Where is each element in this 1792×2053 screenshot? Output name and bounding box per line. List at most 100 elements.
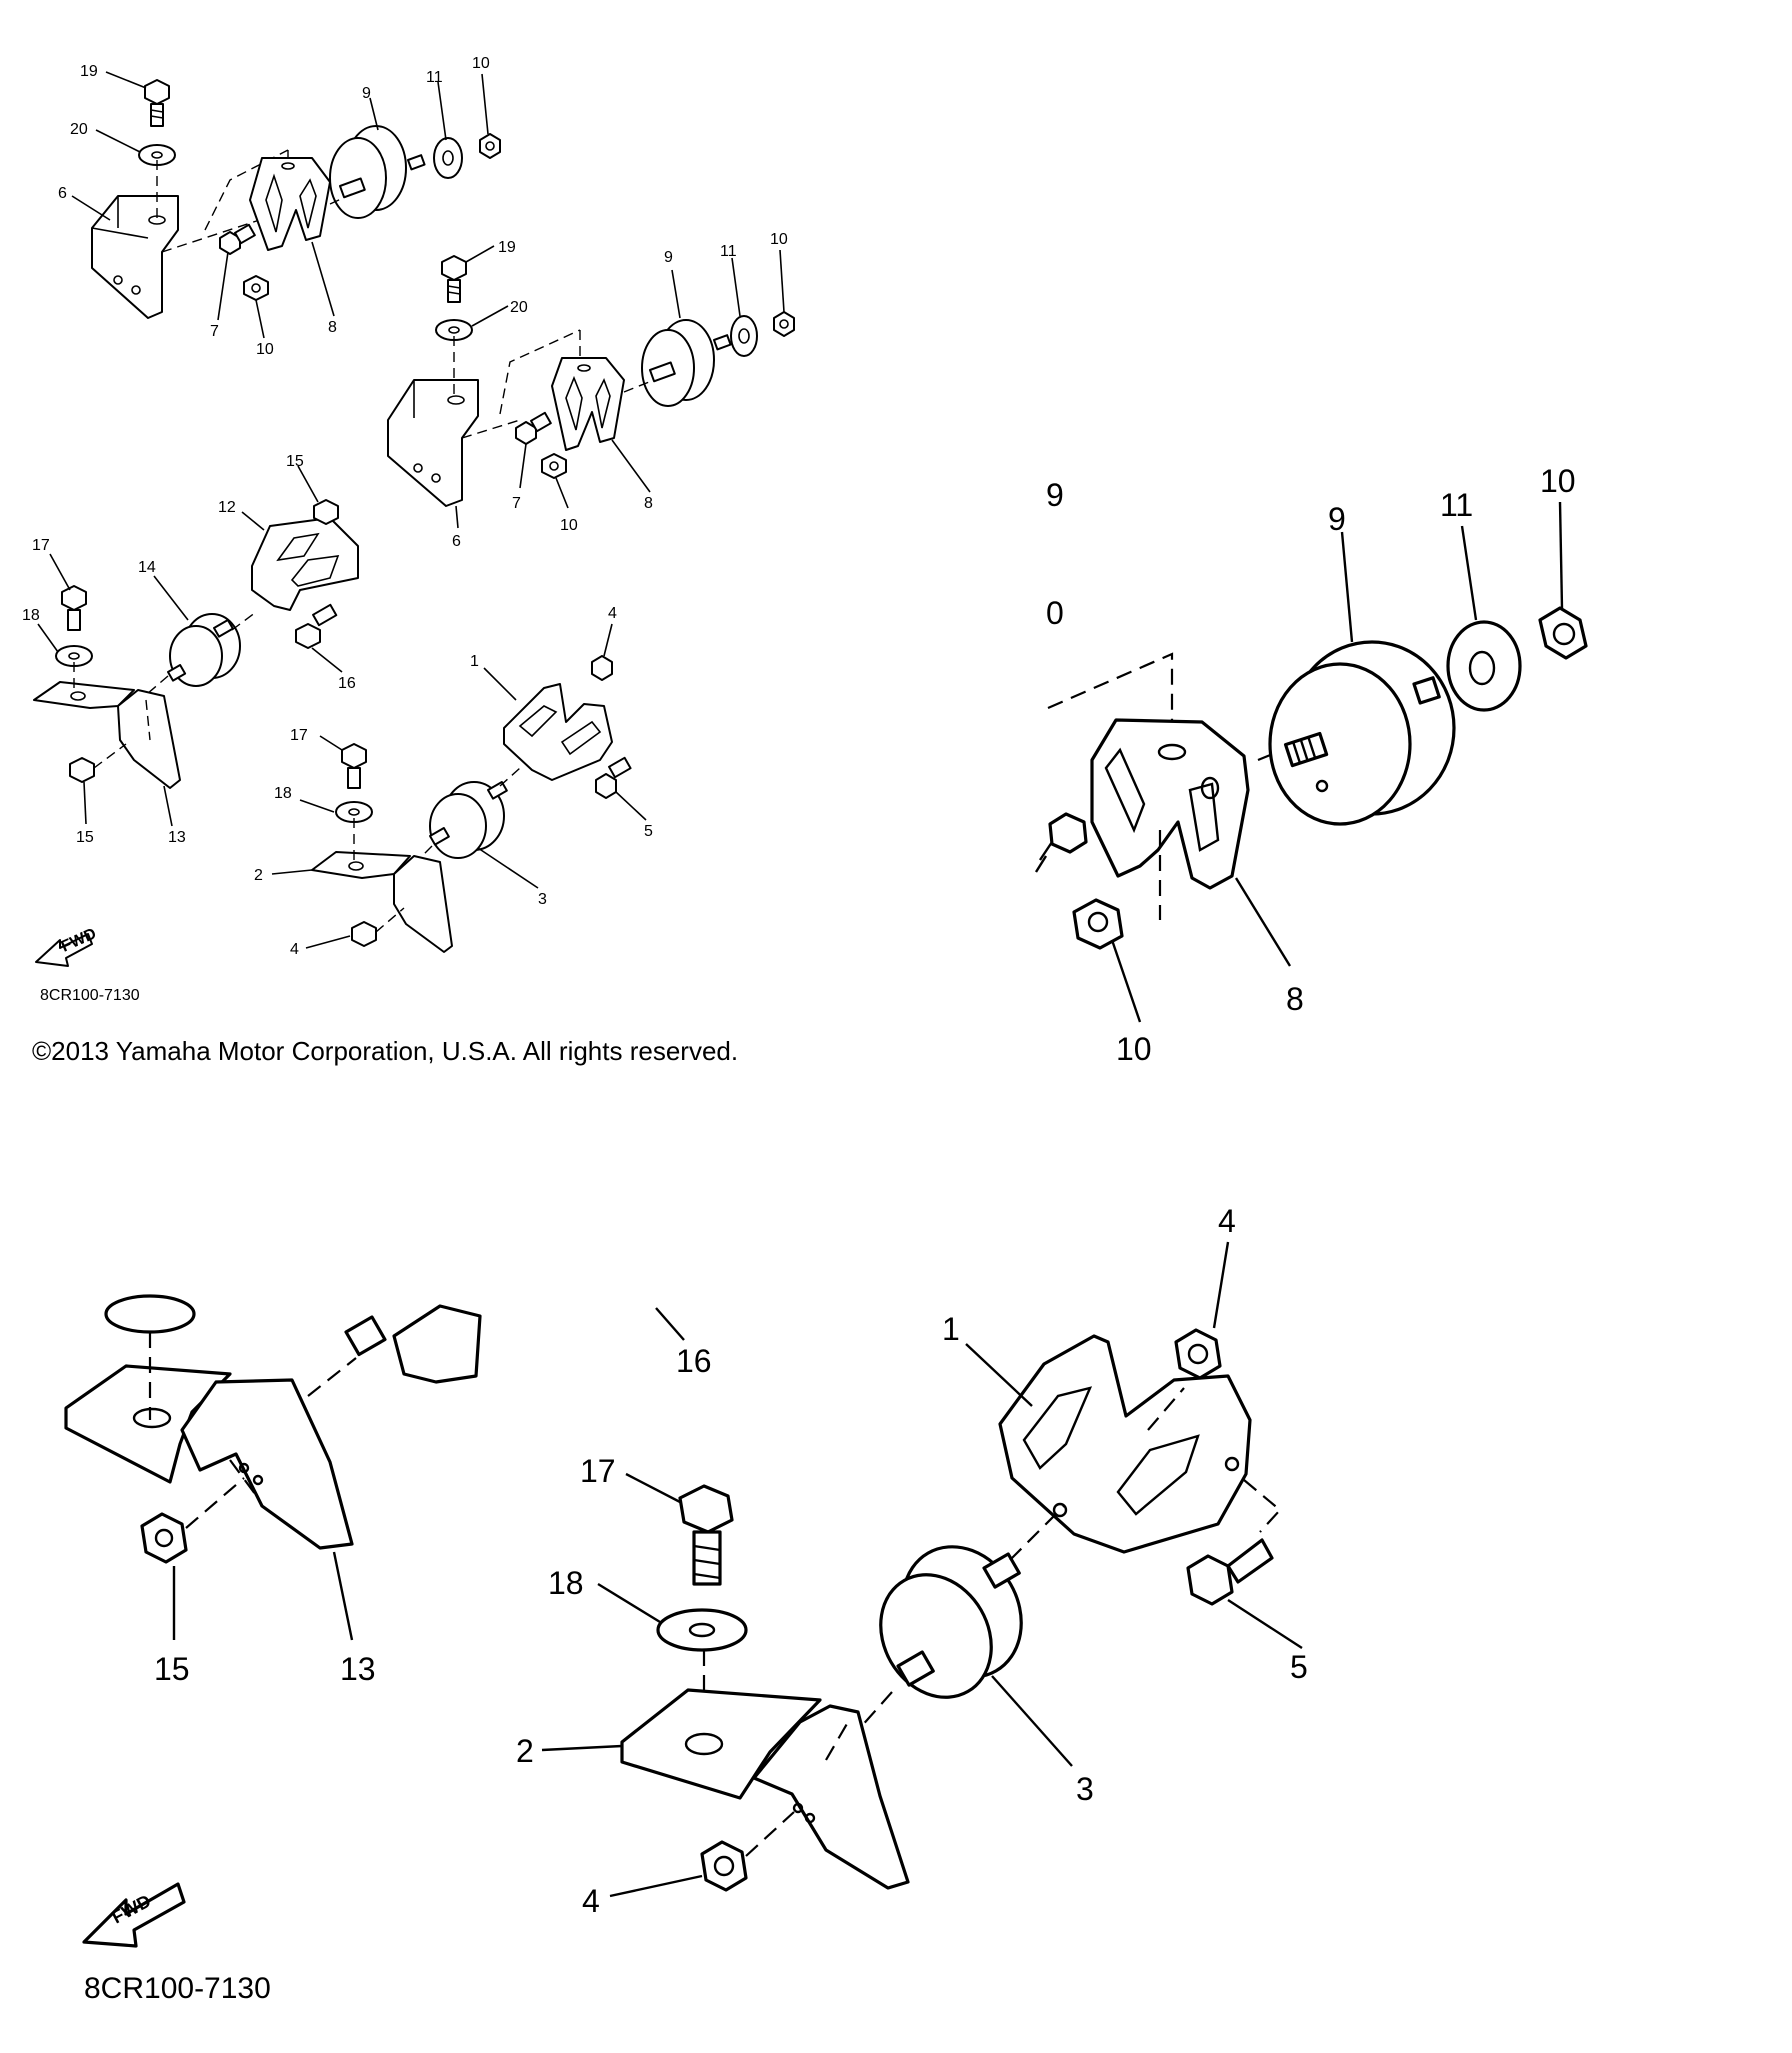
zoom-nut-10-lower bbox=[1072, 898, 1124, 950]
nut-15a bbox=[313, 499, 339, 525]
bracket-12 bbox=[251, 517, 359, 611]
mount-assembly-c bbox=[33, 499, 359, 789]
callout: 11 bbox=[720, 243, 737, 260]
callout: 15 bbox=[154, 1651, 190, 1687]
callout: 3 bbox=[538, 891, 547, 908]
callout: 13 bbox=[168, 829, 186, 846]
callout: 5 bbox=[1290, 1649, 1308, 1685]
zoom-bottom-diagram: FWD 8CR100-7130 16 15 13 4 1 17 18 5 2 3… bbox=[64, 1203, 1308, 2005]
zoom-right-diagram: 9 0 9 11 10 8 10 bbox=[1034, 463, 1588, 1067]
bracket-6a bbox=[91, 195, 179, 319]
zoom-bracket-13 bbox=[64, 1294, 357, 1550]
callout: 19 bbox=[498, 239, 516, 256]
zoom-bottom-callouts: 16 15 13 4 1 17 18 5 2 3 4 bbox=[154, 1203, 1308, 1919]
callout: 10 bbox=[256, 341, 274, 358]
callout: 17 bbox=[32, 537, 50, 554]
callout: 17 bbox=[580, 1453, 616, 1489]
callout: 20 bbox=[510, 299, 528, 316]
mount-assembly-b bbox=[387, 255, 795, 507]
nut-4a bbox=[591, 655, 613, 681]
callout: 15 bbox=[286, 453, 304, 470]
callout: 10 bbox=[770, 231, 788, 248]
callout: 1 bbox=[942, 1311, 960, 1347]
nut-10a bbox=[479, 133, 501, 159]
callout: 10 bbox=[560, 517, 578, 534]
callout: 0 bbox=[1046, 595, 1064, 631]
zoom-damper-3 bbox=[879, 1545, 1023, 1699]
callout: 11 bbox=[1440, 487, 1473, 523]
callout: 4 bbox=[1218, 1203, 1236, 1239]
callout: 19 bbox=[80, 63, 98, 80]
callout: 1 bbox=[470, 653, 479, 670]
zoom-damper-9 bbox=[1268, 640, 1456, 826]
bolt-19a bbox=[144, 79, 170, 127]
damper-9a bbox=[329, 125, 426, 219]
callout: 13 bbox=[340, 1651, 376, 1687]
diagram-code-small: 8CR100-7130 bbox=[40, 987, 140, 1004]
callout: 8 bbox=[1286, 981, 1304, 1017]
damper-9b bbox=[641, 319, 732, 407]
zoom-bracket-1 bbox=[998, 1334, 1252, 1554]
zoom-nut-15 bbox=[140, 1512, 188, 1564]
zoom-nut-4-lower bbox=[700, 1840, 748, 1892]
zoom-bracket-8 bbox=[1090, 718, 1250, 920]
nut-10d bbox=[541, 453, 567, 479]
callout: 18 bbox=[274, 785, 292, 802]
callout: 8 bbox=[328, 319, 337, 336]
callout: 20 bbox=[70, 121, 88, 138]
nut-4b bbox=[351, 921, 377, 947]
callout: 16 bbox=[338, 675, 356, 692]
callout: 6 bbox=[58, 185, 67, 202]
callout: 12 bbox=[218, 499, 236, 516]
callout: 4 bbox=[290, 941, 299, 958]
fwd-arrow-large: FWD bbox=[82, 1882, 186, 1948]
callout: 9 bbox=[1328, 501, 1346, 537]
zoom-bottom-leaders bbox=[541, 1241, 1303, 1898]
overview-leaders bbox=[37, 71, 785, 949]
callout: 7 bbox=[210, 323, 219, 340]
callout: 9 bbox=[362, 85, 371, 102]
washer-11b bbox=[730, 315, 758, 357]
callout: 10 bbox=[1540, 463, 1576, 499]
zoom-bolt-17 bbox=[678, 1484, 734, 1586]
bracket-13 bbox=[33, 681, 181, 789]
zoom-washer-18 bbox=[656, 1608, 748, 1652]
diagram-code-large: 8CR100-7130 bbox=[84, 1972, 271, 2005]
zoom-right-callouts: 9 0 9 11 10 8 10 bbox=[1046, 463, 1576, 1067]
callout: 6 bbox=[452, 533, 461, 550]
mount-assembly-d bbox=[311, 655, 632, 953]
washer-11a bbox=[433, 137, 463, 179]
bolt-17b bbox=[341, 743, 367, 789]
nut-15b bbox=[69, 757, 95, 783]
callout: 9 bbox=[664, 249, 673, 266]
copyright-text: ©2013 Yamaha Motor Corporation, U.S.A. A… bbox=[32, 1036, 738, 1066]
bolt-19b bbox=[441, 255, 467, 303]
callout: 7 bbox=[512, 495, 521, 512]
callout: 17 bbox=[290, 727, 308, 744]
zoom-nut-4-upper bbox=[1174, 1328, 1222, 1380]
callout: 4 bbox=[582, 1883, 600, 1919]
zoom-bolt-7 bbox=[1034, 812, 1088, 873]
nut-10c bbox=[773, 311, 795, 337]
zoom-damper-14-partial bbox=[344, 1304, 482, 1384]
callout: 14 bbox=[138, 559, 156, 576]
callout: 5 bbox=[644, 823, 653, 840]
zoom-bolt-5 bbox=[1186, 1538, 1274, 1606]
damper-14 bbox=[167, 613, 241, 687]
bracket-8b bbox=[551, 357, 625, 451]
bolt-5 bbox=[595, 756, 632, 799]
bolt-17a bbox=[61, 585, 87, 631]
bolt-7b bbox=[515, 411, 552, 445]
callout: 2 bbox=[516, 1733, 534, 1769]
callout: 18 bbox=[548, 1565, 584, 1601]
zoom-right-leaders bbox=[1110, 501, 1564, 1023]
mount-assembly-a bbox=[91, 79, 501, 319]
callout: 15 bbox=[76, 829, 94, 846]
callout: 18 bbox=[22, 607, 40, 624]
bracket-8a bbox=[249, 157, 331, 251]
callout: 3 bbox=[1076, 1771, 1094, 1807]
overview-diagram: FWD 8CR100-7130 19 20 6 9 11 10 7 10 8 1… bbox=[22, 55, 795, 1004]
zoom-washer-11 bbox=[1446, 620, 1522, 712]
